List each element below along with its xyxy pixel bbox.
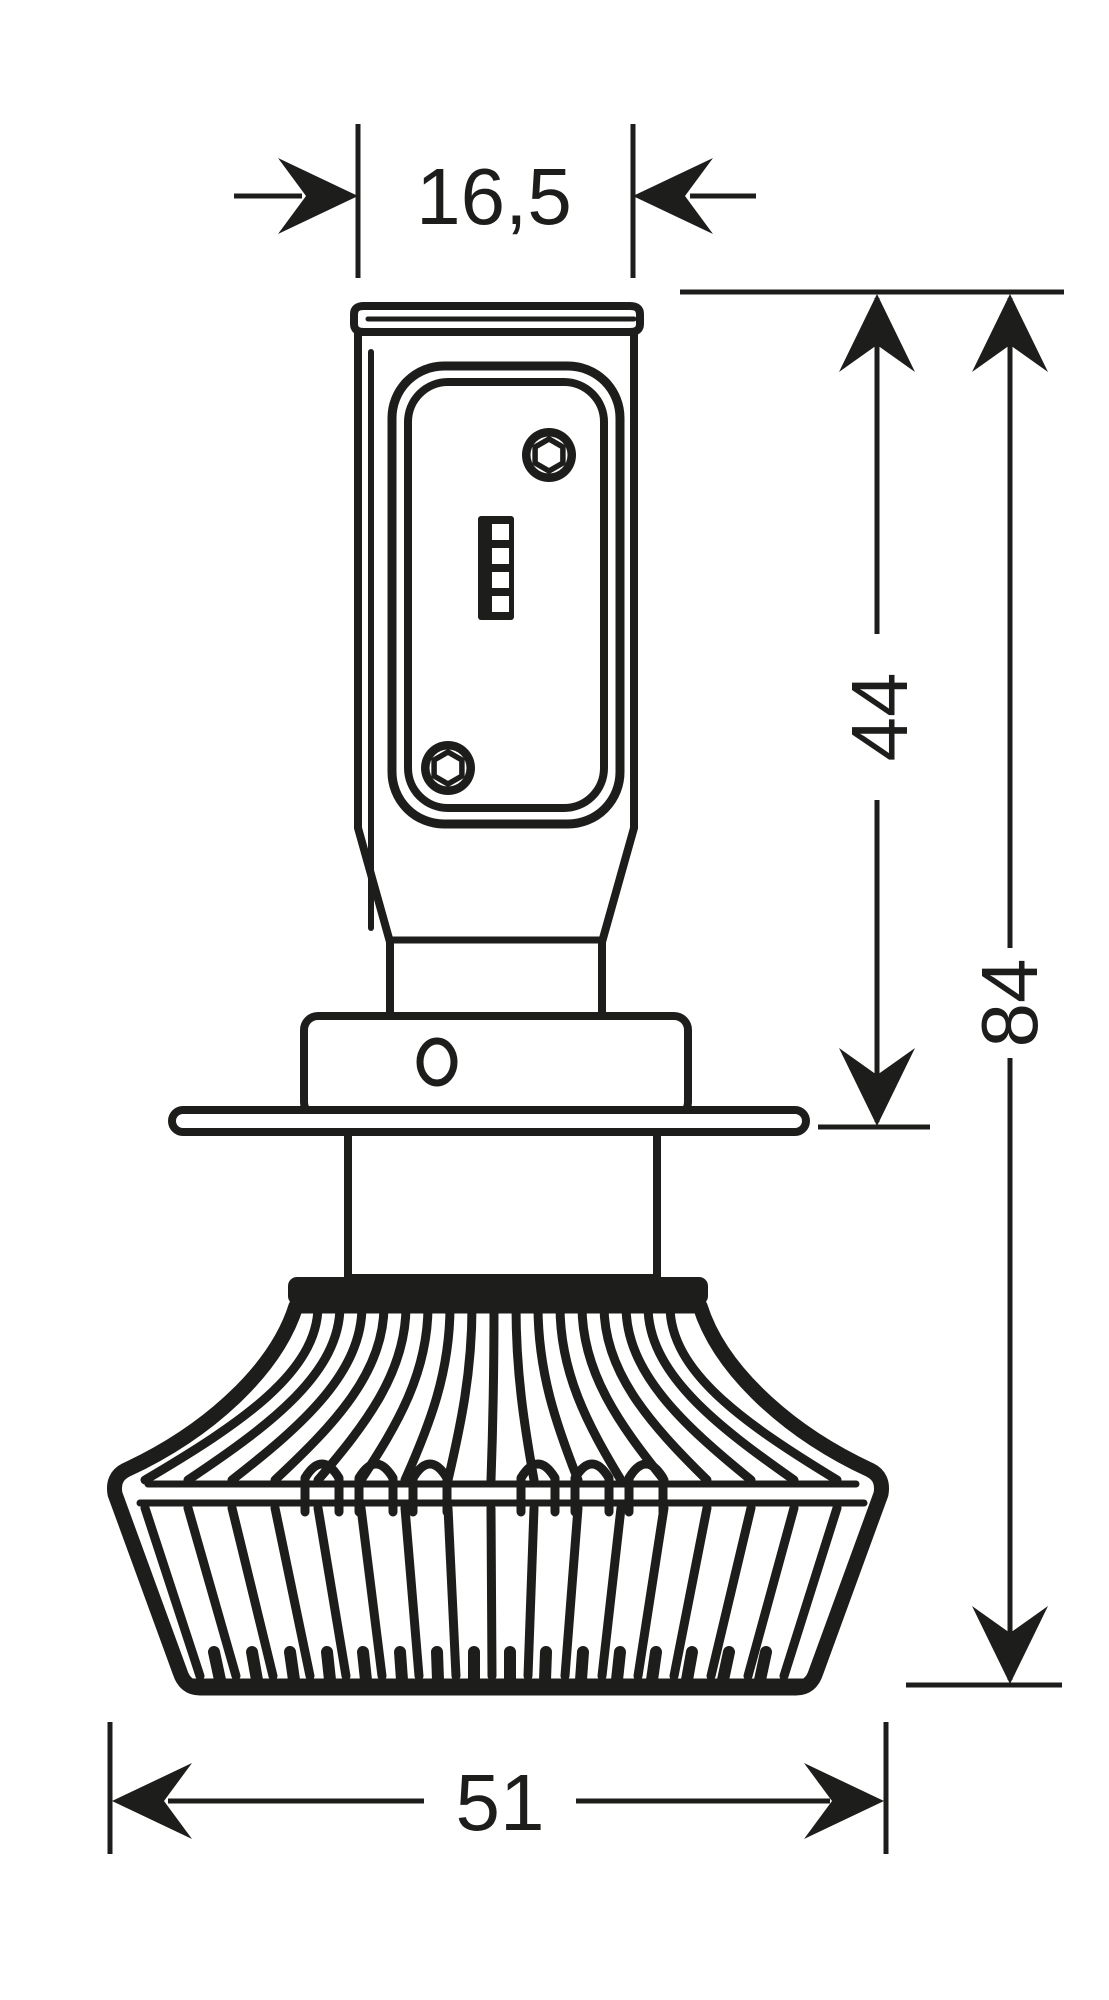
hex-screw-bottom <box>421 741 475 795</box>
bulb-body <box>354 326 638 1024</box>
mounting-flange <box>168 1106 810 1136</box>
arrowhead-up-icon <box>839 294 915 372</box>
arrowhead-left-icon <box>633 158 713 234</box>
dimension-top-width: 16,5 <box>234 124 756 278</box>
connector-pin <box>492 596 509 612</box>
heatsink-feet <box>208 1646 772 1686</box>
arrowhead-down-icon <box>839 1048 915 1126</box>
arrowhead-up-icon <box>972 294 1048 372</box>
hex-screw-top <box>522 428 576 482</box>
base-collar <box>300 1012 692 1120</box>
heatsink-fins-lower <box>140 1503 842 1681</box>
outer-face-panel <box>387 361 625 829</box>
heatsink-top-flange <box>288 1277 708 1305</box>
heatsink <box>107 1277 889 1696</box>
dimension-annotations: 16,5 44 84 <box>107 124 1064 1854</box>
bulb-artwork <box>107 302 889 1696</box>
dimension-value-heatsink-width: 51 <box>456 1758 545 1847</box>
dimension-overall-length: 84 <box>906 294 1062 1688</box>
dimension-value-overall-length: 84 <box>965 959 1054 1048</box>
dimension-value-top-width: 16,5 <box>416 152 572 241</box>
connector-pin <box>492 524 509 540</box>
arrowhead-right-icon <box>804 1763 884 1839</box>
arrowhead-right-icon <box>278 158 358 234</box>
dimension-value-upper-length: 44 <box>835 673 924 762</box>
dimension-upper-length: 44 <box>818 294 930 1130</box>
collar-hole <box>416 1037 458 1087</box>
hex-socket-icon <box>431 749 465 787</box>
connector-pin <box>492 548 509 564</box>
arrowhead-left-icon <box>112 1763 192 1839</box>
heatsink-fin-hooks <box>300 1459 668 1517</box>
hex-socket-icon <box>532 436 566 474</box>
dimension-heatsink-width: 51 <box>107 1722 889 1854</box>
base-skirt <box>344 1126 661 1282</box>
connector-block <box>478 516 514 620</box>
arrowhead-down-icon <box>972 1606 1048 1684</box>
heatsink-fins-upper <box>140 1301 842 1485</box>
inner-face-panel <box>404 378 608 812</box>
connector-pin <box>492 572 509 588</box>
